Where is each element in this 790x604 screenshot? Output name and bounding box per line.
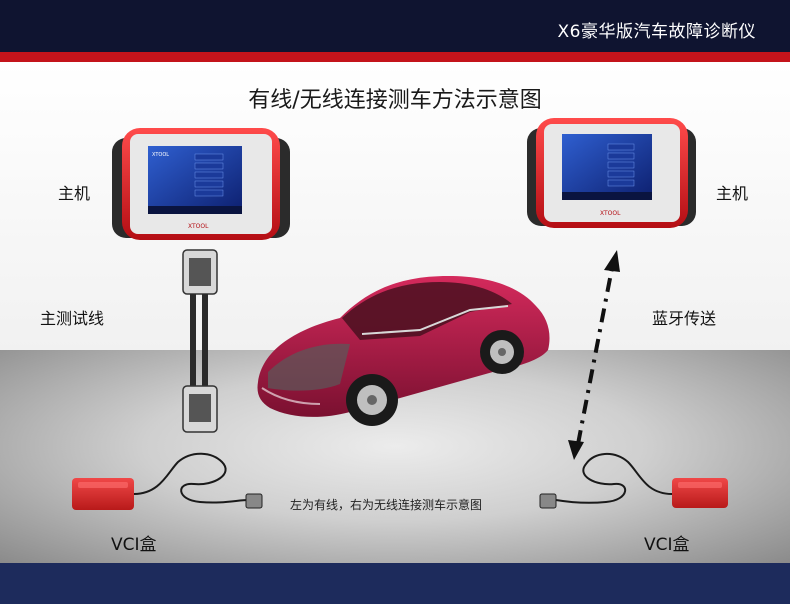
bluetooth-arrow	[568, 250, 620, 460]
vci-label-right: VCI盒	[644, 530, 690, 555]
screen-brand-left: XTOOL	[152, 152, 169, 158]
diagram-caption: 左为有线，右为无线连接测车示意图	[290, 496, 482, 513]
host-label-right: 主机	[716, 180, 748, 204]
vci-box-right	[540, 454, 728, 508]
device-logo-right: XTOOL	[600, 210, 621, 217]
main-test-cable	[183, 250, 217, 432]
vci-label-left: VCI盒	[111, 530, 157, 555]
vci-box-left	[72, 454, 262, 510]
car-illustration	[258, 276, 550, 426]
device-logo-left: XTOOL	[188, 223, 209, 230]
bluetooth-label: 蓝牙传送	[652, 305, 716, 329]
host-device-left: XTOOL XTOOL	[112, 128, 290, 240]
host-label-left: 主机	[58, 180, 90, 204]
host-device-right: XTOOL	[527, 118, 696, 228]
main-cable-label: 主测试线	[40, 305, 104, 329]
